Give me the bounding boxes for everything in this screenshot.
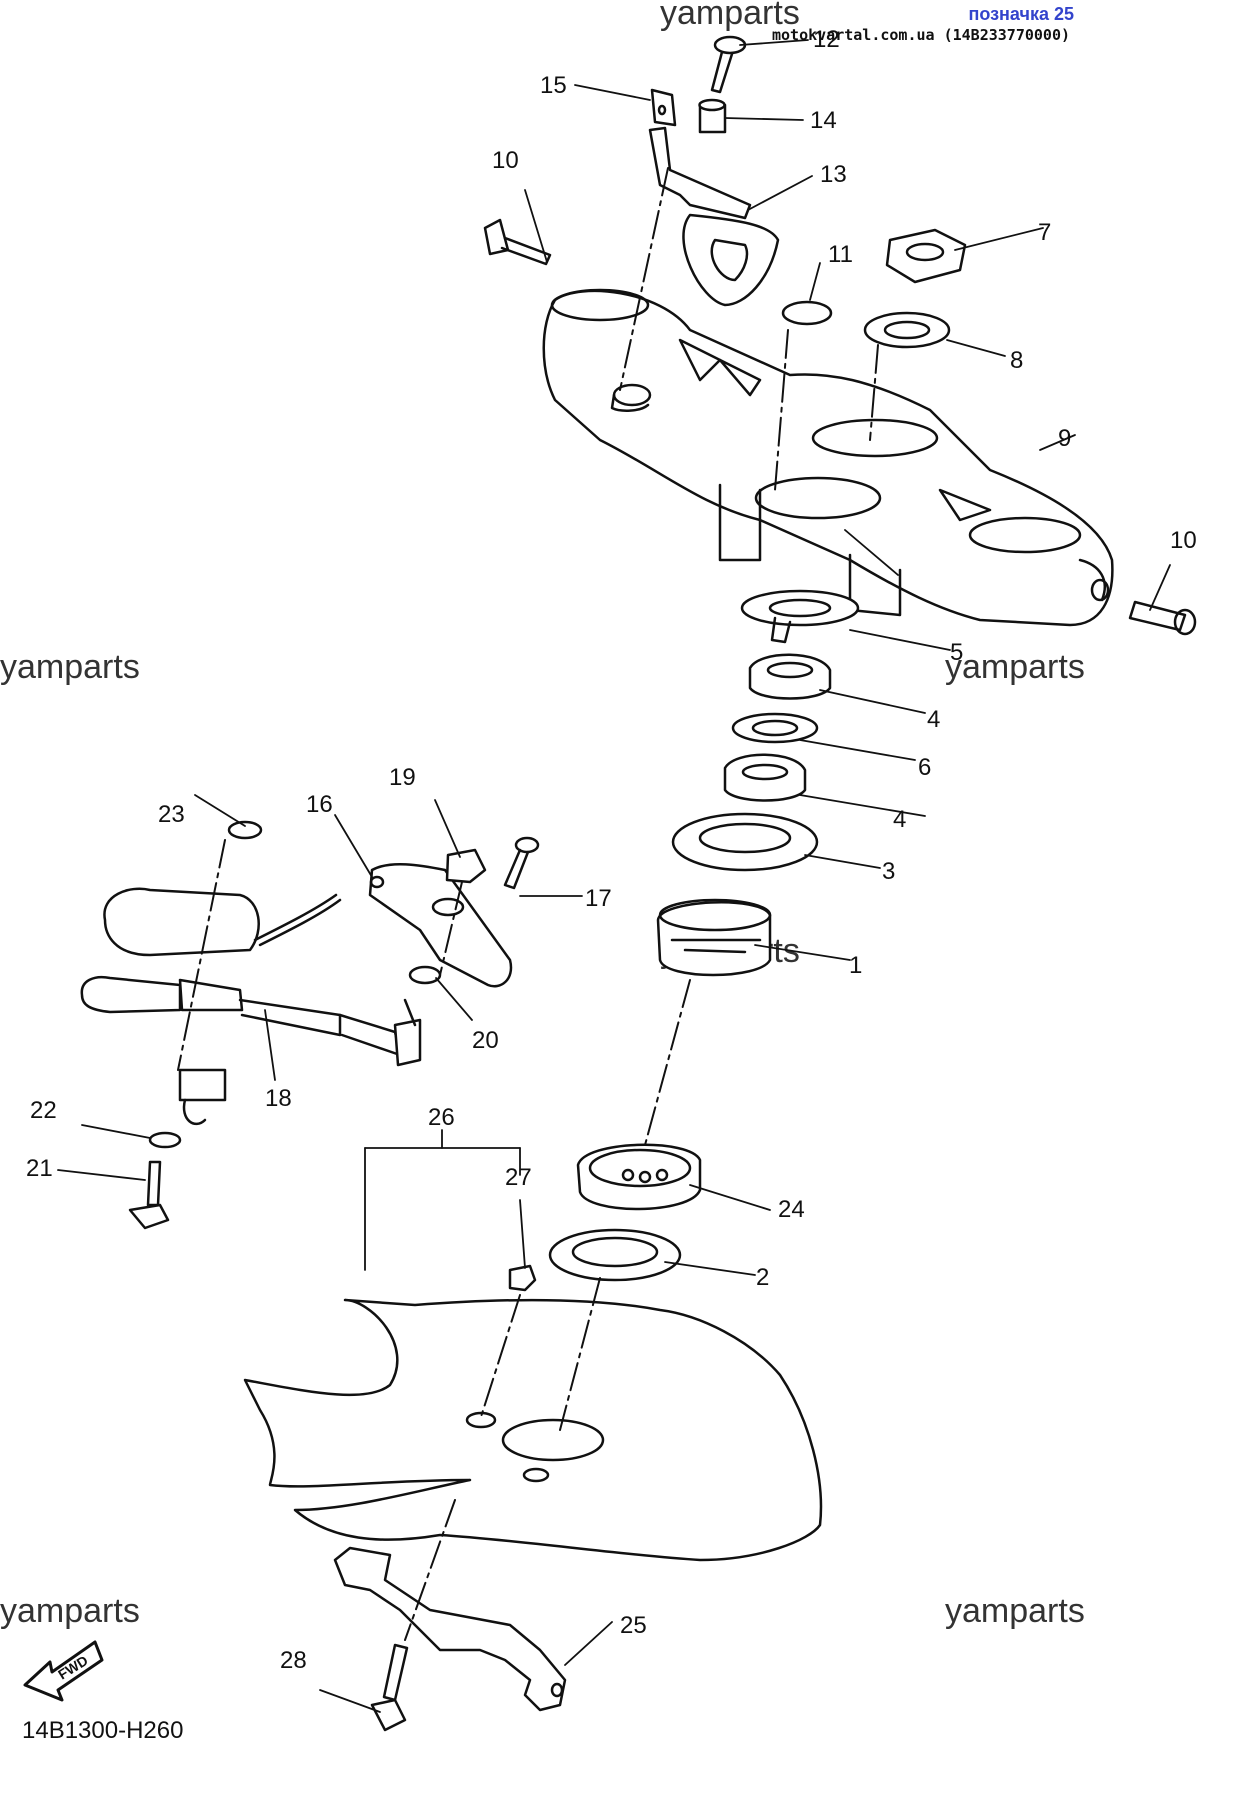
callout-26: 26	[428, 1104, 455, 1131]
callout-10-upper: 10	[492, 147, 519, 174]
callout-13: 13	[820, 161, 847, 188]
callout-15: 15	[540, 72, 567, 99]
bolt-10-upper	[483, 218, 552, 266]
cap-11	[781, 300, 833, 326]
callout-18: 18	[265, 1085, 292, 1112]
bearing-1	[656, 898, 772, 977]
bracket-25	[333, 1546, 567, 1712]
callout-16: 16	[306, 791, 333, 818]
bolt-17	[503, 836, 540, 890]
lock-washer-5	[740, 589, 860, 644]
nut-7	[885, 228, 967, 284]
washer-8	[863, 311, 951, 349]
callout-4-lower: 4	[893, 806, 906, 833]
bolt-12	[710, 35, 747, 94]
callout-17: 17	[585, 885, 612, 912]
bolt-21	[128, 1160, 170, 1230]
nut-27	[508, 1264, 537, 1292]
callout-11: 11	[828, 241, 853, 268]
ring-nut-4-lower	[723, 753, 807, 802]
callout-7: 7	[1038, 219, 1051, 246]
washer-20	[408, 965, 442, 985]
watermark-top: yamparts	[660, 0, 800, 32]
washer-6	[731, 712, 819, 744]
fwd-arrow-icon: FWD	[23, 1640, 104, 1702]
callout-19: 19	[389, 764, 416, 791]
watermark-right-1: yamparts	[945, 648, 1085, 686]
callout-10-right: 10	[1170, 527, 1197, 554]
mount-bracket-13	[648, 126, 780, 307]
callout-28: 28	[280, 1647, 307, 1674]
callout-14: 14	[810, 107, 837, 134]
callout-9: 9	[1058, 425, 1071, 452]
collar-14	[698, 98, 727, 134]
ring-nut-4-upper	[748, 653, 832, 700]
clip-15	[650, 88, 677, 127]
washer-23	[227, 820, 263, 840]
callout-2: 2	[756, 1264, 769, 1291]
callout-12: 12	[813, 26, 840, 53]
source-caption: motokvartal.com.ua (14B233770000)	[771, 26, 1070, 44]
watermark-left-1: yamparts	[0, 648, 140, 686]
callout-27: 27	[505, 1164, 532, 1191]
race-2	[548, 1228, 682, 1282]
callout-numbers: 1 2 3 4 4 5 6 7 8 9 10 10 11 12 13 14 15…	[26, 26, 1197, 1674]
cover-26	[243, 1298, 823, 1562]
callout-20: 20	[472, 1027, 499, 1054]
page-tag: позначка 25	[968, 4, 1074, 24]
diagram-code: 14B1300-H260	[22, 1717, 184, 1744]
callout-23: 23	[158, 801, 185, 828]
callout-3: 3	[882, 858, 895, 885]
bolt-10-right	[1128, 600, 1197, 636]
leader-lines	[57, 39, 1171, 1713]
watermark-left-2: yamparts	[0, 1592, 140, 1630]
callout-25: 25	[620, 1612, 647, 1639]
bearing-24	[576, 1143, 702, 1211]
callout-8: 8	[1010, 347, 1023, 374]
washer-22	[148, 1131, 182, 1149]
callout-5: 5	[950, 639, 963, 666]
bracket-16	[368, 862, 513, 988]
callout-1: 1	[849, 952, 862, 979]
callout-22: 22	[30, 1097, 57, 1124]
callout-6: 6	[918, 754, 931, 781]
callout-21: 21	[26, 1155, 53, 1182]
alignment-lines	[177, 167, 879, 1641]
watermark-right-2: yamparts	[945, 1592, 1085, 1630]
dust-seal-3	[671, 812, 819, 872]
bolt-28	[370, 1643, 409, 1732]
steering-damper-18	[80, 887, 422, 1126]
upper-bracket	[542, 288, 1114, 627]
callout-24: 24	[778, 1196, 805, 1223]
callout-4-upper: 4	[927, 706, 940, 733]
nut-19	[445, 848, 487, 884]
